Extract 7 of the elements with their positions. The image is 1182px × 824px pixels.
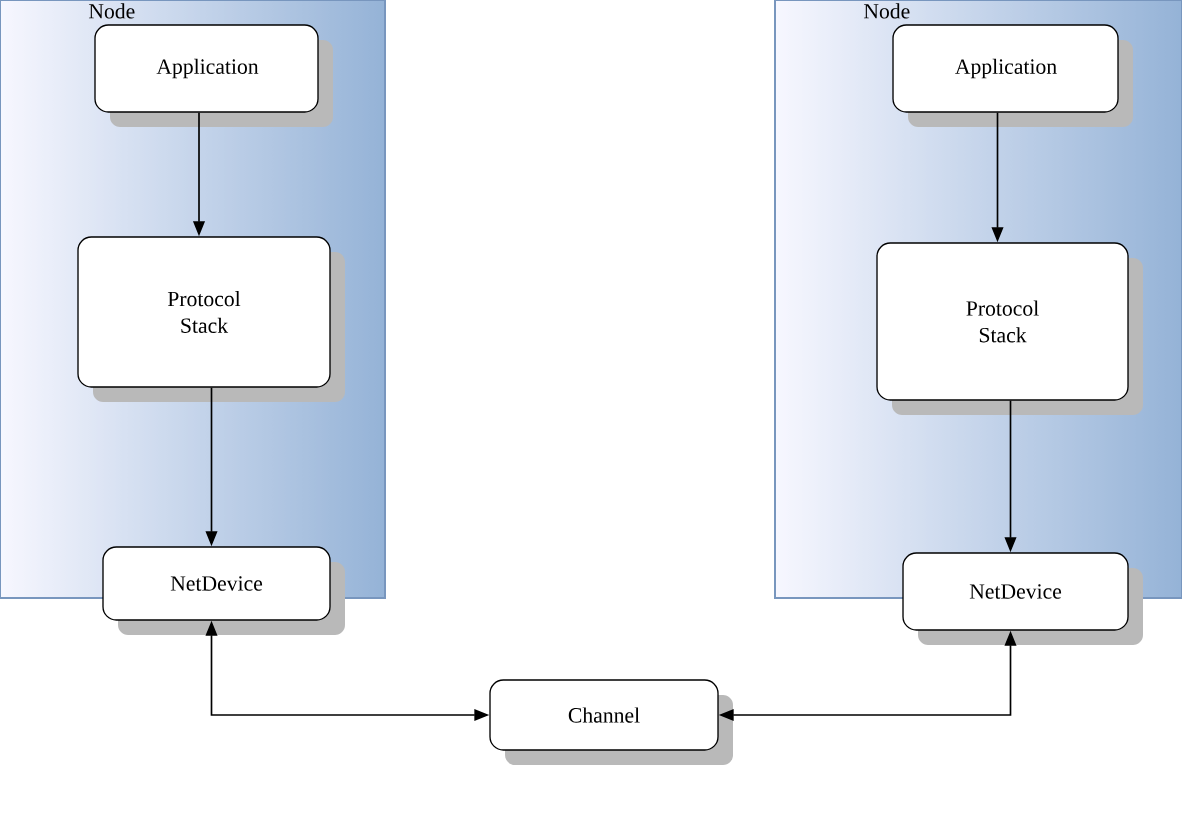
- rounded-box: Application: [94, 24, 333, 127]
- rounded-box: NetDevice: [902, 552, 1143, 645]
- rounded-box: Protocol Stack: [876, 242, 1143, 415]
- rounded-box: NetDevice: [102, 546, 345, 635]
- rounded-box: Protocol Stack: [77, 236, 345, 402]
- rounded-box: Channel: [489, 679, 733, 765]
- rounded-box: Application: [892, 24, 1133, 127]
